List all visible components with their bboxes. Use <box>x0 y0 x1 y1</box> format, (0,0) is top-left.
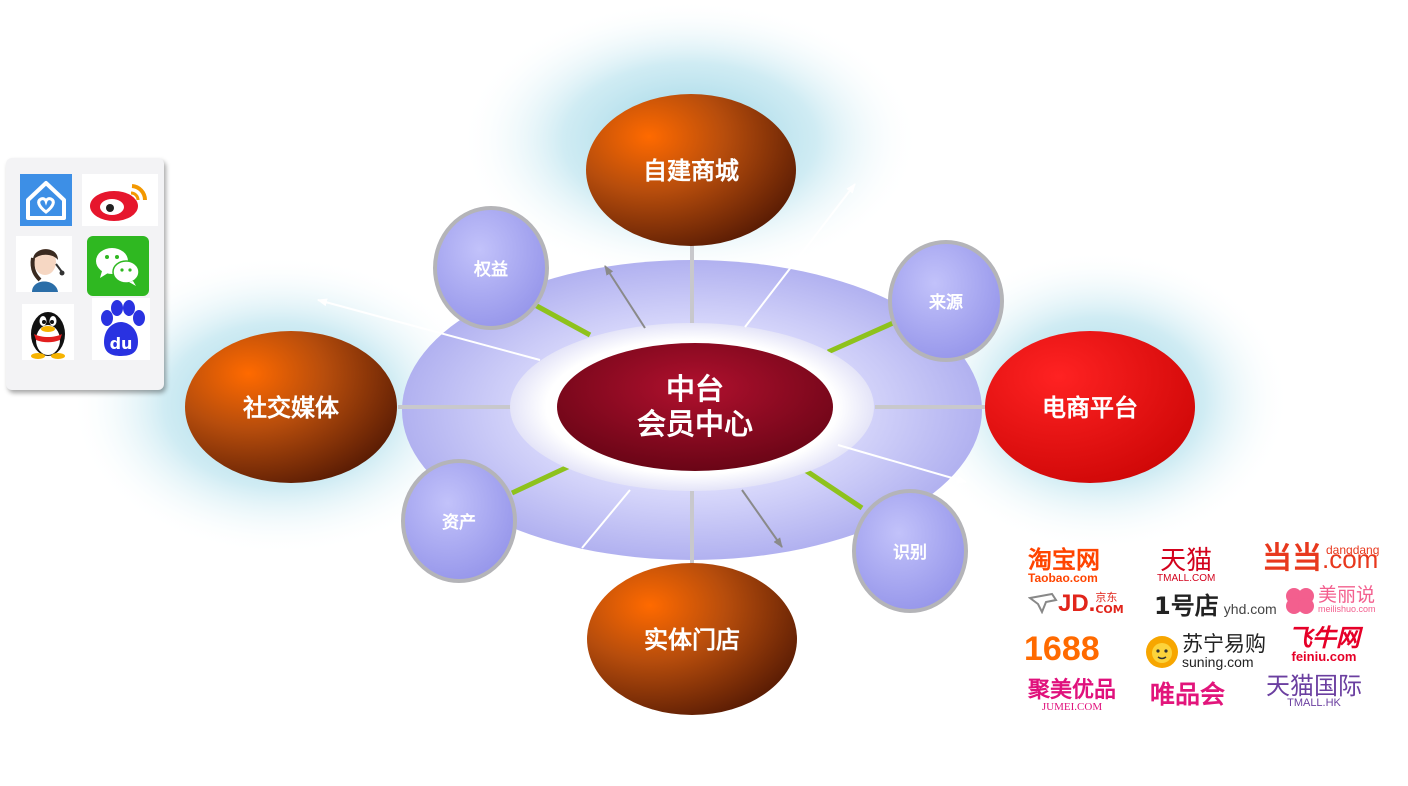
node-ecommerce-label: 电商平台 <box>1042 394 1138 422</box>
logo-yhd: 1号店 yhd.com <box>1154 592 1277 620</box>
attr-identify-label: 识别 <box>893 543 927 563</box>
ring-divider <box>581 489 631 549</box>
attr-source-label: 来源 <box>928 292 963 313</box>
logo-feiniu: 飞牛网 feiniu.com <box>1288 624 1360 664</box>
center-title-line1: 中台 <box>666 372 724 406</box>
node-self-mall-label: 自建商城 <box>643 157 739 185</box>
node-physical-store-label: 实体门店 <box>644 626 740 654</box>
attribute-connectors <box>510 302 895 511</box>
attr-rights: 权益 <box>433 206 549 330</box>
logo-1688: 1688 <box>1024 630 1100 668</box>
baidu-paw-icon: du <box>92 298 150 360</box>
suning-lion-icon <box>1146 636 1178 668</box>
node-physical-store: 实体门店 <box>587 563 797 715</box>
meilishuo-flower-icon <box>1286 588 1314 614</box>
social-apps-panel: du <box>6 158 164 390</box>
arrow-to-self-mall <box>744 183 856 328</box>
arrow-to-social <box>317 298 541 361</box>
attr-identify: 识别 <box>852 489 968 613</box>
arrow-to-ecommerce <box>837 444 967 484</box>
arrow-to-store <box>741 489 783 548</box>
node-social-media-label: 社交媒体 <box>243 394 340 422</box>
attr-assets-label: 资产 <box>442 512 476 533</box>
node-social-media: 社交媒体 <box>185 331 397 483</box>
logo-vip: 唯品会 <box>1150 680 1226 709</box>
logo-taobao: 淘宝网 Taobao.com <box>1028 546 1100 585</box>
spokes <box>398 245 990 570</box>
wechat-icon <box>87 236 149 296</box>
attr-assets: 资产 <box>401 459 517 583</box>
logo-tmall: 天猫 TMALL.COM <box>1157 546 1216 584</box>
weibo-icon <box>82 174 158 226</box>
jd-dog-icon <box>1027 592 1058 615</box>
node-ecommerce: 电商平台 <box>985 331 1195 483</box>
home-heart-icon <box>20 174 72 226</box>
baidu-du-text: du <box>110 334 133 353</box>
logo-dangdang: dangdang 当当.com <box>1262 541 1380 576</box>
arrow-to-rights <box>604 265 646 329</box>
logo-jumei: 聚美优品 JUMEI.COM <box>1028 678 1117 713</box>
node-self-mall: 自建商城 <box>586 94 796 246</box>
center-title-line2: 会员中心 <box>637 407 753 441</box>
attr-rights-label: 权益 <box>473 259 508 280</box>
logo-tmall-global: 天猫国际 TMALL.HK <box>1266 672 1362 709</box>
attr-source: 来源 <box>888 240 1004 362</box>
customer-service-icon <box>16 236 72 292</box>
qq-penguin-icon <box>22 304 74 360</box>
center-hub <box>557 343 833 471</box>
